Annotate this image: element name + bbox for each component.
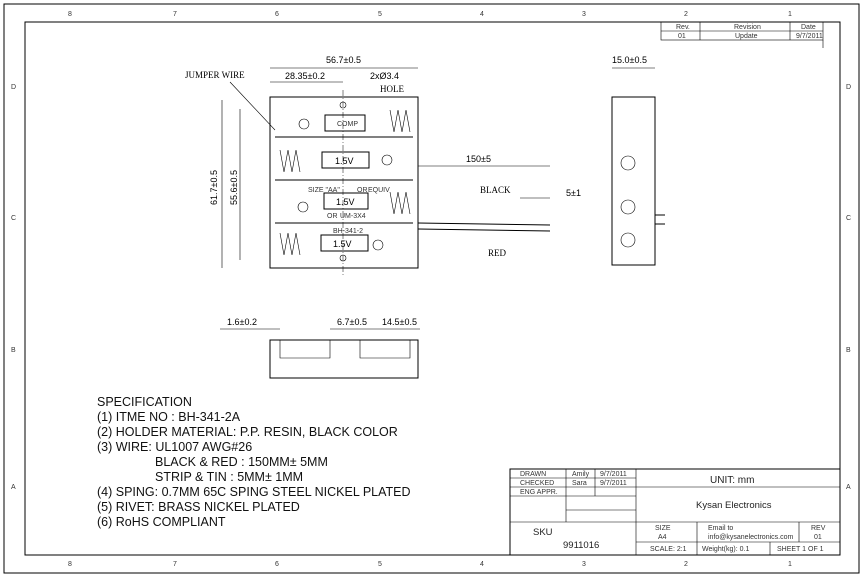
svg-text:UM-3X4: UM-3X4: [340, 213, 366, 220]
svg-text:2xØ3.4: 2xØ3.4: [370, 71, 399, 81]
svg-text:SPECIFICATION: SPECIFICATION: [97, 395, 192, 409]
svg-text:info@kysanelectronics.com: info@kysanelectronics.com: [708, 534, 793, 541]
svg-text:9/7/2011: 9/7/2011: [796, 33, 823, 40]
svg-text:CHECKED: CHECKED: [520, 480, 554, 487]
svg-text:A4: A4: [658, 534, 667, 541]
svg-text:1: 1: [788, 561, 792, 568]
svg-text:BLACK & RED : 150MM± 5MM: BLACK & RED : 150MM± 5MM: [155, 455, 328, 469]
svg-text:14.5±0.5: 14.5±0.5: [382, 317, 417, 327]
svg-text:7: 7: [173, 561, 177, 568]
svg-text:01: 01: [814, 534, 822, 541]
zone-columns-bottom: 8 7 6 5 4 3 2 1: [68, 561, 792, 568]
svg-text:55.6±0.5: 55.6±0.5: [229, 170, 239, 205]
svg-text:6.7±0.5: 6.7±0.5: [337, 317, 367, 327]
svg-text:SCALE: 2:1: SCALE: 2:1: [650, 546, 687, 553]
svg-text:COMP: COMP: [337, 121, 358, 128]
svg-text:(5) RIVET: BRASS NICKEL PLATED: (5) RIVET: BRASS NICKEL PLATED: [97, 500, 300, 514]
svg-text:(6) RoHS COMPLIANT: (6) RoHS COMPLIANT: [97, 515, 226, 529]
svg-text:Amily: Amily: [572, 471, 590, 478]
svg-text:A: A: [846, 484, 851, 491]
svg-text:UNIT: mm: UNIT: mm: [710, 475, 754, 486]
svg-text:JUMPER WIRE: JUMPER WIRE: [185, 70, 245, 80]
svg-text:Update: Update: [735, 33, 758, 40]
svg-text:SHEET 1 OF 1: SHEET 1 OF 1: [777, 546, 824, 553]
svg-text:6: 6: [275, 561, 279, 568]
svg-text:SIZE "AA": SIZE "AA": [308, 187, 340, 194]
svg-text:(1) ITME NO : BH-341-2A: (1) ITME NO : BH-341-2A: [97, 410, 241, 424]
svg-text:1.6±0.2: 1.6±0.2: [227, 317, 257, 327]
svg-text:7: 7: [173, 11, 177, 18]
svg-text:01: 01: [678, 33, 686, 40]
svg-text:9911016: 9911016: [563, 540, 599, 551]
svg-text:28.35±0.2: 28.35±0.2: [285, 71, 325, 81]
svg-text:DRAWN: DRAWN: [520, 471, 546, 478]
svg-text:1: 1: [788, 11, 792, 18]
svg-text:5: 5: [378, 11, 382, 18]
svg-text:(4) SPING: 0.7MM 65C SPING STE: (4) SPING: 0.7MM 65C SPING STEEL NICKEL …: [97, 485, 411, 499]
svg-text:61.7±0.5: 61.7±0.5: [209, 170, 219, 205]
svg-text:9/7/2011: 9/7/2011: [600, 480, 627, 487]
svg-text:(3) WIRE: UL1007 AWG#26: (3) WIRE: UL1007 AWG#26: [97, 440, 252, 454]
svg-text:3: 3: [582, 561, 586, 568]
svg-text:(2) HOLDER MATERIAL: P.P. RESI: (2) HOLDER MATERIAL: P.P. RESIN, BLACK C…: [97, 425, 398, 439]
svg-text:D: D: [846, 84, 851, 91]
svg-text:150±5: 150±5: [466, 154, 491, 164]
svg-text:D: D: [11, 84, 16, 91]
svg-text:4: 4: [480, 11, 484, 18]
svg-text:B: B: [846, 347, 851, 354]
zone-columns-top: 8 7 6 5 4 3 2 1: [68, 11, 792, 18]
svg-text:SKU: SKU: [533, 527, 553, 538]
svg-text:Email to: Email to: [708, 525, 733, 532]
svg-text:BH-341-2: BH-341-2: [333, 228, 363, 235]
svg-text:RED: RED: [488, 248, 507, 258]
svg-text:15.0±0.5: 15.0±0.5: [612, 55, 647, 65]
svg-text:Weight(kg): 0.1: Weight(kg): 0.1: [702, 546, 749, 553]
svg-text:8: 8: [68, 561, 72, 568]
svg-text:Rev.: Rev.: [676, 24, 690, 31]
svg-text:5: 5: [378, 561, 382, 568]
svg-text:REV: REV: [811, 525, 826, 532]
svg-text:1.5V: 1.5V: [335, 156, 354, 166]
svg-text:ENG APPR.: ENG APPR.: [520, 489, 558, 496]
svg-text:1.5V: 1.5V: [333, 239, 352, 249]
svg-text:STRIP & TIN : 5MM± 1MM: STRIP & TIN : 5MM± 1MM: [155, 470, 303, 484]
revision-table: Rev. Revision Date 01 Update 9/7/2011: [660, 21, 824, 48]
svg-text:Date: Date: [801, 24, 816, 31]
svg-text:2: 2: [684, 561, 688, 568]
svg-text:1.5V: 1.5V: [336, 197, 355, 207]
svg-text:3: 3: [582, 11, 586, 18]
svg-text:C: C: [846, 215, 851, 222]
svg-text:A: A: [11, 484, 16, 491]
svg-text:4: 4: [480, 561, 484, 568]
svg-text:2: 2: [684, 11, 688, 18]
zone-rows: D C B A D C B A: [11, 84, 851, 491]
svg-text:6: 6: [275, 11, 279, 18]
svg-text:Kysan Electronics: Kysan Electronics: [696, 500, 772, 511]
svg-text:OR: OR: [327, 213, 338, 220]
side-view: 15.0±0.5: [611, 55, 665, 266]
svg-text:C: C: [11, 215, 16, 222]
svg-text:Sara: Sara: [572, 480, 587, 487]
svg-text:SIZE: SIZE: [655, 525, 671, 532]
bottom-view: 1.6±0.2 6.7±0.5 14.5±0.5: [220, 317, 420, 379]
svg-text:9/7/2011: 9/7/2011: [600, 471, 627, 478]
svg-text:EQUIV: EQUIV: [368, 187, 390, 194]
svg-text:OR: OR: [357, 187, 368, 194]
title-block: DRAWN Amily 9/7/2011 CHECKED Sara 9/7/2011 E…: [509, 468, 841, 556]
svg-text:Revision: Revision: [734, 24, 761, 31]
svg-text:B: B: [11, 347, 16, 354]
svg-text:5±1: 5±1: [566, 188, 581, 198]
svg-text:BLACK: BLACK: [480, 185, 511, 195]
svg-text:56.7±0.5: 56.7±0.5: [326, 55, 361, 65]
svg-text:HOLE: HOLE: [380, 84, 404, 94]
specification: SPECIFICATION (1) ITME NO : BH-341-2A (2…: [97, 395, 411, 529]
svg-text:8: 8: [68, 11, 72, 18]
